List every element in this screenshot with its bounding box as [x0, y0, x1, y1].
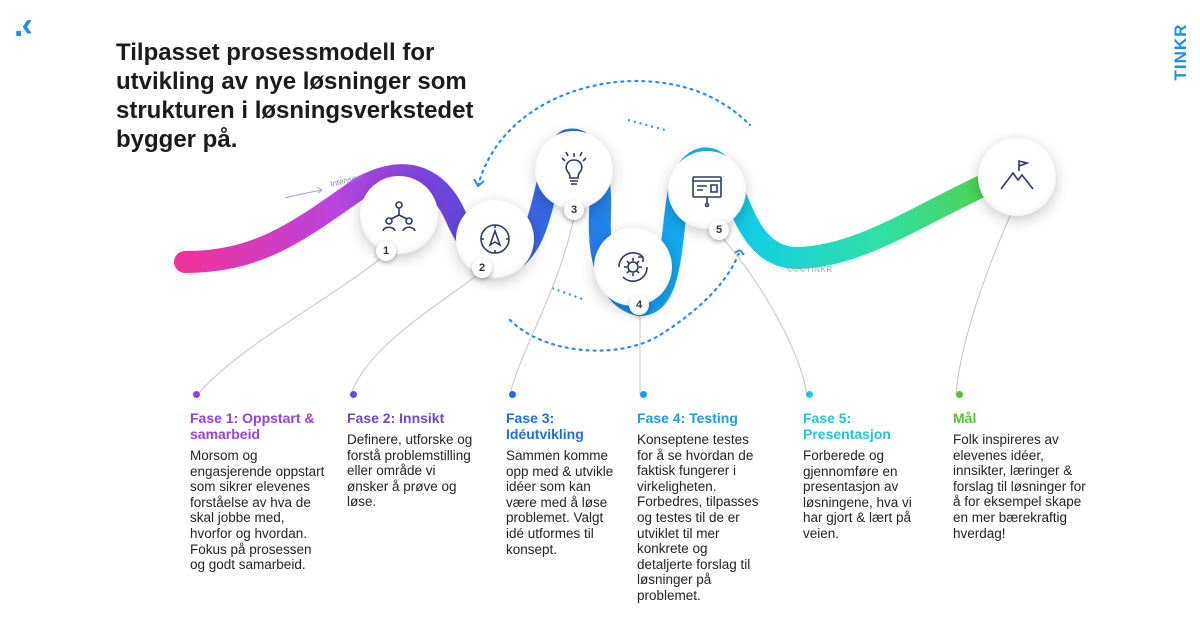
mountain-flag-icon [1000, 159, 1034, 190]
phase-1-block: Fase 1: Oppstart & samarbeid Morsom og e… [190, 391, 325, 573]
intension-arrow [284, 189, 323, 199]
phase-1-heading: Fase 1: Oppstart & samarbeid [190, 410, 315, 442]
leader-line-1 [196, 254, 386, 396]
phase-3-text: Sammen komme opp med & utvikle idéer som… [506, 448, 614, 557]
step-3-circle [535, 131, 613, 209]
arrow-left-right-top [627, 119, 666, 131]
step-4-circle [594, 228, 672, 306]
tinkr-watermark: ©©©TINKR [787, 265, 833, 274]
compass-icon [480, 224, 510, 254]
step-5-number: 5 [709, 220, 729, 240]
step-5-circle [668, 151, 746, 229]
step-4-number: 4 [629, 295, 649, 315]
lightbulb-icon [561, 151, 587, 185]
phase-4-heading: Fase 4: Testing [637, 410, 738, 426]
arrow-left-right-bottom [551, 287, 586, 301]
goal-circle [978, 138, 1056, 216]
goal-dot [956, 391, 963, 398]
phase-2-text: Definere, utforske og forstå problemstil… [347, 432, 473, 510]
goal-block: Mål Folk inspireres av elevenes idéer, i… [953, 391, 1088, 541]
phase-3-dot [509, 391, 516, 398]
iteration-loop-top [476, 80, 752, 188]
process-ribbon [174, 128, 1041, 316]
page-title: Tilpasset prosessmodell for utvikling av… [116, 39, 474, 153]
goal-text: Folk inspireres av elevenes idéer, innsi… [953, 432, 1086, 541]
phase-2-block: Fase 2: Innsikt Definere, utforske og fo… [347, 391, 477, 510]
goal-heading: Mål [953, 410, 977, 426]
phase-1-text: Morsom og engasjerende oppstart som sikr… [190, 448, 325, 573]
brand-logo: .‹ [14, 6, 33, 44]
presentation-board-icon [692, 176, 722, 208]
leader-line-goal [955, 204, 1016, 396]
phase-5-dot [806, 391, 813, 398]
phase-5-heading: Fase 5: Presentasjon [803, 410, 891, 442]
step-2-number: 2 [472, 258, 492, 278]
phase-4-block: Fase 4: Testing Konseptene testes for å … [637, 391, 765, 604]
leader-line-3 [509, 211, 576, 396]
phase-1-dot [193, 391, 200, 398]
phase-3-heading: Fase 3: Idéutvikling [506, 410, 584, 442]
phase-2-heading: Fase 2: Innsikt [347, 410, 445, 426]
step-2-circle [456, 200, 534, 278]
iteration-loop-bottom [508, 248, 742, 352]
step-3-number: 3 [564, 200, 584, 220]
leader-line-2 [350, 271, 483, 396]
phase-3-block: Fase 3: Idéutvikling Sammen komme opp me… [506, 391, 616, 557]
phase-4-dot [640, 391, 647, 398]
leader-line-5 [719, 234, 808, 396]
phase-4-text: Konseptene testes for å se hvordan de fa… [637, 432, 759, 603]
phase-2-dot [350, 391, 357, 398]
phase-5-block: Fase 5: Presentasjon Forberede og gjenno… [803, 391, 923, 542]
step-1-circle [360, 176, 438, 254]
phase-5-text: Forberede og gjennomføre en presentasjon… [803, 448, 912, 541]
gear-cycle-icon [618, 252, 648, 282]
step-1-number: 1 [376, 241, 396, 261]
people-network-icon [382, 201, 416, 232]
